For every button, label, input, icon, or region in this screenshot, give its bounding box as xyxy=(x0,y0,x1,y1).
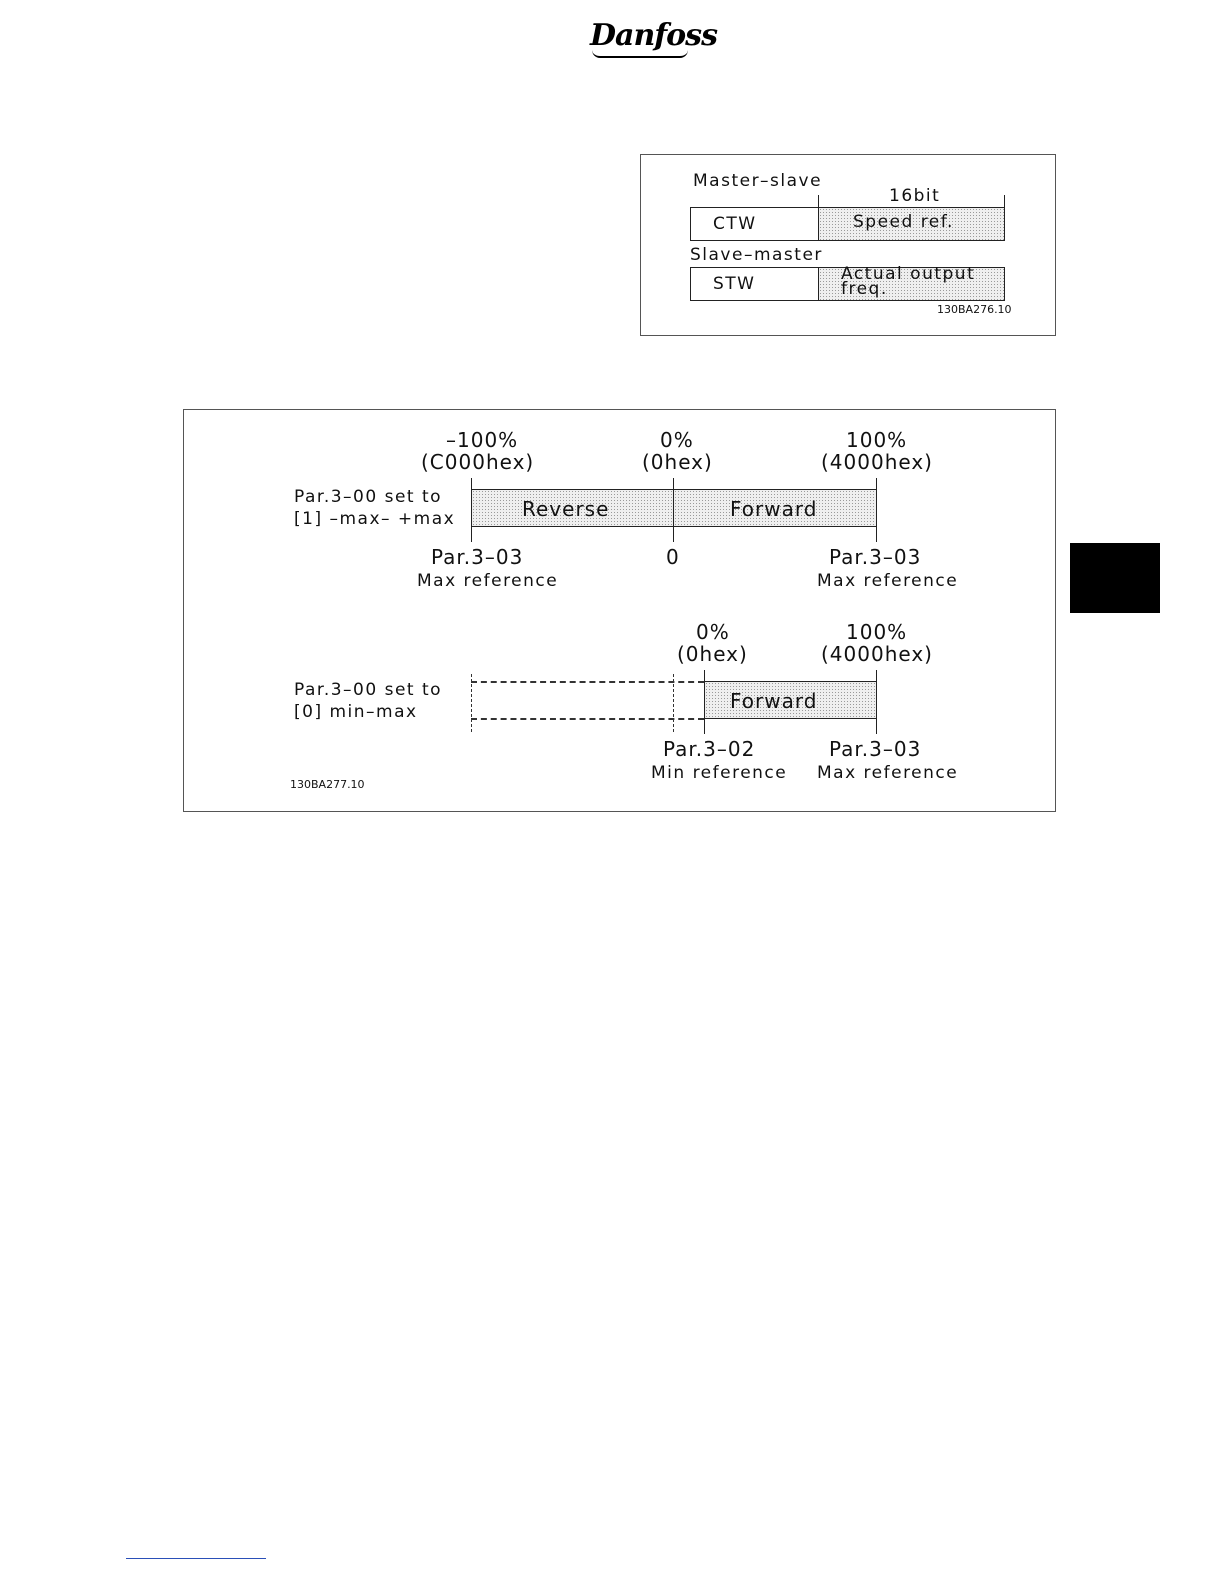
bit-tick-left xyxy=(818,195,819,207)
stw-cell: STW xyxy=(690,267,819,301)
ctw-label: CTW xyxy=(713,214,757,234)
chapter-tab xyxy=(1070,543,1160,613)
row2-right-ref: Max reference xyxy=(817,763,959,783)
row1-mid-pct: 0% xyxy=(660,428,694,452)
footer-link-underline xyxy=(126,1558,266,1559)
speed-ref-cell: Speed ref. xyxy=(818,207,1005,241)
actual-output-cell: Actual output freq. xyxy=(818,264,1005,301)
row1-par-line2: [1] –max– +max xyxy=(294,509,456,529)
stw-label: STW xyxy=(713,274,756,294)
row2-right-hex: (4000hex) xyxy=(821,642,933,666)
row2-dash-tick-left xyxy=(471,674,472,732)
danfoss-logo: Danfoss xyxy=(590,18,718,53)
row2-dash-top xyxy=(471,681,704,683)
master-slave-label: Master–slave xyxy=(693,171,823,191)
row2-mid-hex: (0hex) xyxy=(677,642,748,666)
row1-right-ref: Max reference xyxy=(817,571,959,591)
row1-right-par: Par.3–03 xyxy=(829,545,922,569)
row1-left-ref: Max reference xyxy=(417,571,559,591)
row2-mid-pct: 0% xyxy=(696,620,730,644)
row2-forward-label: Forward xyxy=(730,689,818,713)
actual-output-label-line2: freq. xyxy=(841,279,888,299)
row1-forward-segment: Forward xyxy=(673,489,877,527)
bit-tick-right xyxy=(1004,195,1005,207)
row1-left-pct: –100% xyxy=(446,428,519,452)
reverse-label: Reverse xyxy=(522,497,610,521)
bits-label: 16bit xyxy=(889,186,941,206)
row1-zero: 0 xyxy=(666,545,680,569)
row2-dash-tick-mid xyxy=(673,674,674,732)
row1-par-line1: Par.3–00 set to xyxy=(294,487,443,507)
reverse-segment: Reverse xyxy=(471,489,674,527)
telegram-diagram: Master–slave 16bit CTW Speed ref. Slave–… xyxy=(640,154,1056,336)
logo-swash xyxy=(592,50,688,58)
speed-ref-label: Speed ref. xyxy=(853,212,954,232)
reference-figure-id: 130BA277.10 xyxy=(290,778,365,791)
row1-mid-hex: (0hex) xyxy=(642,450,713,474)
reference-diagram: –100% (C000hex) 0% (0hex) 100% (4000hex)… xyxy=(183,409,1056,812)
row2-right-par: Par.3–03 xyxy=(829,737,922,761)
row1-right-pct: 100% xyxy=(846,428,908,452)
ctw-cell: CTW xyxy=(690,207,819,241)
row2-left-ref: Min reference xyxy=(651,763,788,783)
telegram-figure-id: 130BA276.10 xyxy=(937,303,1012,316)
row2-dash-bottom xyxy=(471,718,704,720)
row1-left-par: Par.3–03 xyxy=(431,545,524,569)
row2-left-par: Par.3–02 xyxy=(663,737,756,761)
slave-master-label: Slave–master xyxy=(690,245,823,265)
row1-forward-label: Forward xyxy=(730,497,818,521)
actual-output-label-line1: Actual output xyxy=(841,264,976,284)
row2-par-line2: [0] min–max xyxy=(294,702,418,722)
row2-par-line1: Par.3–00 set to xyxy=(294,680,443,700)
row1-left-hex: (C000hex) xyxy=(421,450,535,474)
row2-forward-segment: Forward xyxy=(704,681,877,719)
row1-right-hex: (4000hex) xyxy=(821,450,933,474)
row2-right-pct: 100% xyxy=(846,620,908,644)
